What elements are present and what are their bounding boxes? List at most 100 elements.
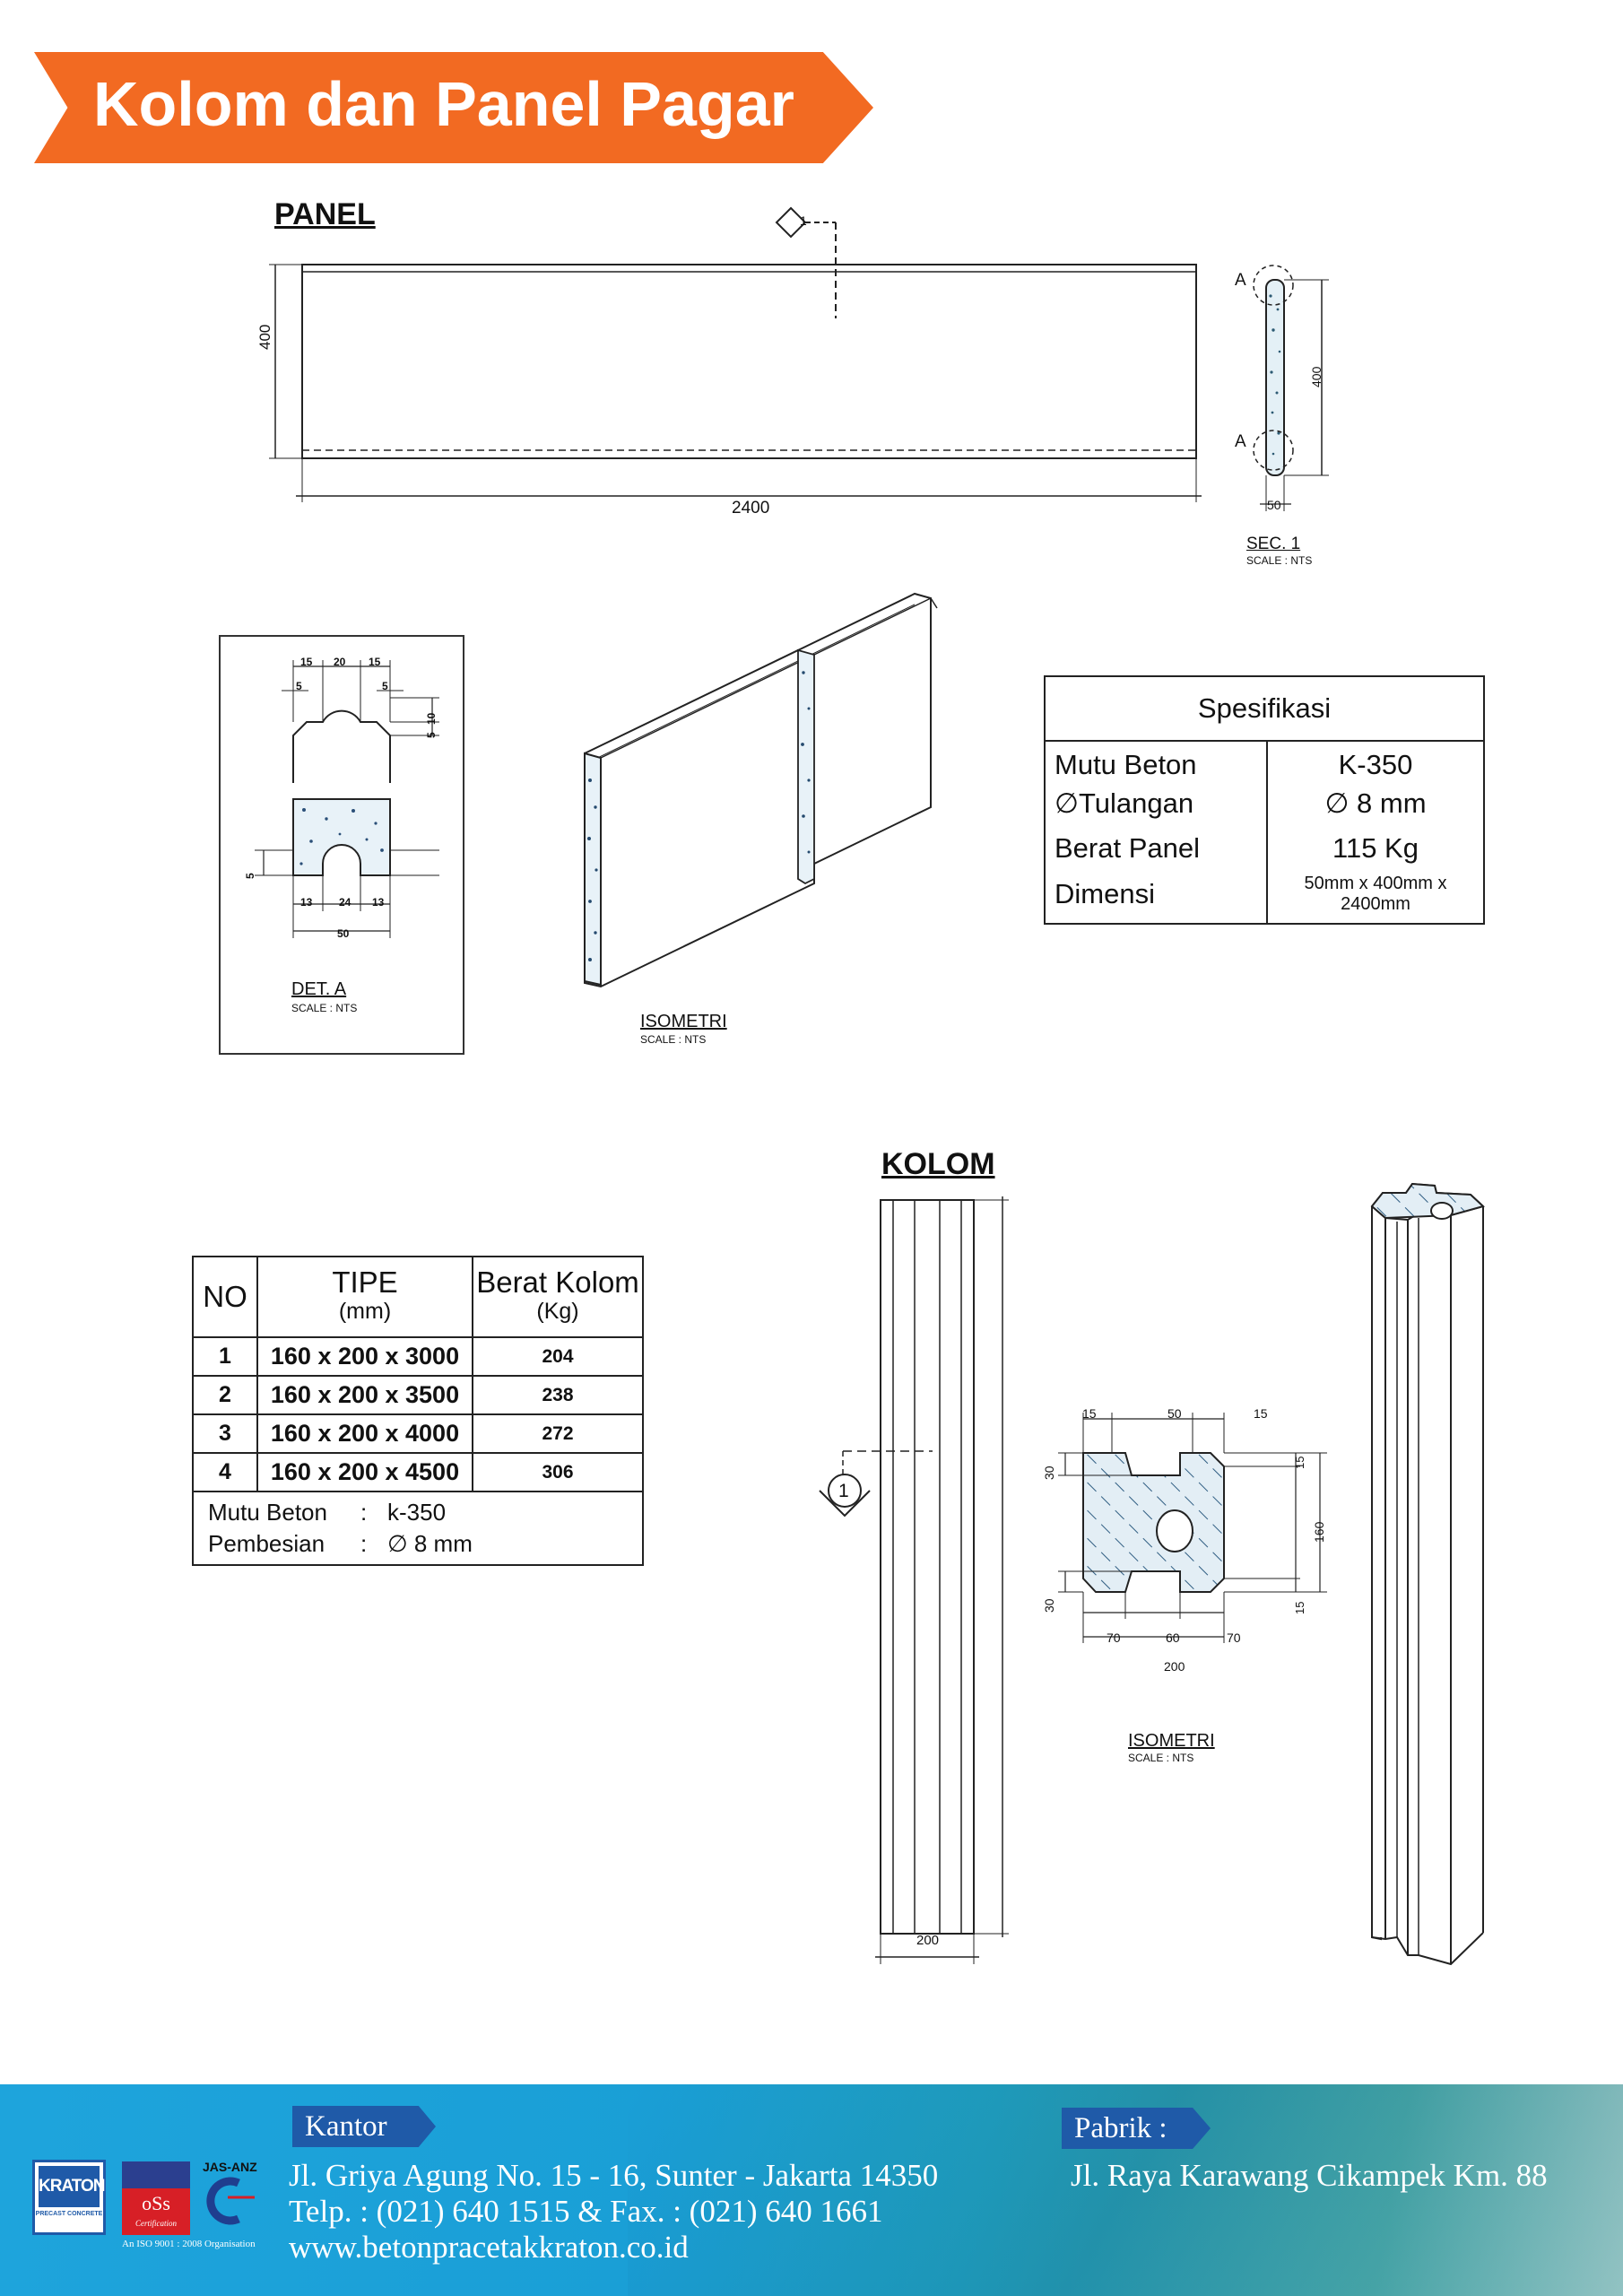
kolom-dim-left-30b: 30: [1042, 1598, 1056, 1613]
spec-label: Dimensi: [1044, 871, 1268, 925]
col-header-tipe-unit: (mm): [338, 1299, 392, 1324]
spec-label: Mutu Beton: [1044, 740, 1268, 781]
pabrik-address: Jl. Raya Karawang Cikampek Km. 88: [1071, 2158, 1548, 2193]
row-no: 4: [192, 1452, 258, 1492]
det-dim-15a: 15: [300, 656, 313, 668]
row-no: 3: [192, 1413, 258, 1454]
jas-anz-mark-icon: [206, 2177, 255, 2225]
det-dim-13a: 13: [300, 896, 313, 909]
det-dim-15b: 15: [369, 656, 381, 668]
kolom-dim-top-15a: 15: [1082, 1406, 1097, 1421]
section-height-dim: 400: [1309, 366, 1324, 387]
row-tipe: 160 x 200 x 3500: [256, 1375, 473, 1415]
section-label: SEC. 1: [1246, 535, 1301, 553]
kolom-dim-total-200: 200: [1164, 1659, 1185, 1674]
panel-label: PANEL: [274, 197, 376, 231]
jas-anz-text: JAS-ANZ: [203, 2160, 257, 2174]
kolom-marker: 1: [838, 1481, 849, 1501]
det-dim-5d: 5: [244, 873, 256, 879]
panel-length-dim: 2400: [732, 499, 770, 517]
kolom-width-dim: 200: [916, 1933, 940, 1948]
kraton-logo-text: KRATON: [39, 2166, 106, 2207]
kantor-tag: Kantor: [292, 2106, 436, 2147]
kolom-dim-right-160: 160: [1312, 1521, 1326, 1543]
table-row: 1 160 x 200 x 3000 204: [192, 1336, 644, 1377]
row-berat: 306: [472, 1452, 644, 1492]
row-tipe: 160 x 200 x 3000: [256, 1336, 473, 1377]
kolom-elevation-drawing: [819, 1196, 1009, 1964]
kolom-dim-bottom-70b: 70: [1227, 1631, 1241, 1645]
det-dim-20: 20: [334, 656, 346, 668]
note-pembesian: Pembesian:∅ 8 mm: [208, 1530, 473, 1557]
row-tipe: 160 x 200 x 4000: [256, 1413, 473, 1454]
kraton-logo: KRATON PRECAST CONCRETE: [32, 2160, 106, 2235]
col-header-berat-unit: (Kg): [536, 1299, 579, 1324]
panel-section-marker: 1: [800, 213, 807, 228]
col-header-berat: Berat Kolom (Kg): [472, 1256, 644, 1338]
row-no: 2: [192, 1375, 258, 1415]
spec-value: K-350: [1266, 740, 1485, 781]
spec-value: ∅ 8 mm: [1266, 781, 1485, 826]
pabrik-tag: Pabrik :: [1062, 2108, 1211, 2149]
detail-a-frame: [219, 635, 464, 1055]
oss-logo: oSs Certification: [122, 2161, 190, 2235]
panel-height-dim: 400: [256, 324, 273, 350]
kolom-dim-bottom-70a: 70: [1107, 1631, 1121, 1645]
kolom-section-drawing: [1058, 1413, 1327, 1643]
panel-elevation-drawing: [269, 206, 1329, 511]
row-tipe: 160 x 200 x 4500: [256, 1452, 473, 1492]
det-dim-10: 10: [425, 712, 438, 725]
kolom-dim-left-30a: 30: [1042, 1465, 1056, 1480]
kolom-dim-top-15b: 15: [1254, 1406, 1268, 1421]
det-dim-5b: 5: [382, 680, 388, 692]
col-header-tipe-label: TIPE: [332, 1265, 398, 1299]
panel-isometric-drawing: [584, 592, 938, 988]
detail-a-drawing: [255, 660, 439, 938]
table-row: 3 160 x 200 x 4000 272: [192, 1413, 644, 1454]
detail-scale: SCALE : NTS: [291, 1002, 358, 1014]
table-row: 4 160 x 200 x 4500 306: [192, 1452, 644, 1492]
spesifikasi-table: Spesifikasi Mutu Beton K-350 ∅Tulangan ∅…: [1044, 675, 1485, 925]
row-berat: 272: [472, 1413, 644, 1454]
kraton-logo-sub: PRECAST CONCRETE: [35, 2211, 103, 2217]
panel-isometric-scale: SCALE : NTS: [640, 1033, 707, 1046]
page-title: Kolom dan Panel Pagar: [93, 69, 794, 139]
oss-logo-text: oSs Certification: [122, 2188, 190, 2235]
det-dim-5c: 5: [425, 732, 438, 738]
panel-section-profile: [1265, 279, 1285, 476]
col-header-tipe: TIPE (mm): [256, 1256, 473, 1338]
footer-band: [0, 2084, 1623, 2296]
detail-label: DET. A: [291, 979, 347, 999]
col-header-berat-label: Berat Kolom: [476, 1265, 639, 1299]
panel-isometric-label: ISOMETRI: [640, 1012, 727, 1031]
section-width-dim: 50: [1267, 498, 1281, 512]
kantor-address: Jl. Griya Agung No. 15 - 16, Sunter - Ja…: [289, 2158, 939, 2193]
det-dim-24: 24: [339, 896, 352, 909]
kolom-dim-right-15b: 15: [1293, 1601, 1306, 1614]
spec-label: Berat Panel: [1044, 826, 1268, 871]
kolom-dim-right-15a: 15: [1293, 1456, 1306, 1469]
det-dim-5a: 5: [296, 680, 302, 692]
kantor-phone: Telp. : (021) 640 1515 & Fax. : (021) 64…: [289, 2194, 883, 2229]
kolom-dim-bottom-60: 60: [1166, 1631, 1180, 1645]
spec-value: 115 Kg: [1266, 826, 1485, 871]
spec-label: ∅Tulangan: [1044, 781, 1268, 826]
table-row: 2 160 x 200 x 3500 238: [192, 1375, 644, 1415]
row-berat: 238: [472, 1375, 644, 1415]
section-a-bottom: A: [1235, 432, 1246, 451]
section-a-top: A: [1235, 271, 1246, 290]
note-mutu-beton: Mutu Beton:k-350: [208, 1499, 447, 1526]
kolom-isometric-label: ISOMETRI: [1128, 1731, 1215, 1751]
iso-text: An ISO 9001 : 2008 Organisation: [122, 2239, 256, 2249]
row-berat: 204: [472, 1336, 644, 1377]
kolom-table: NO TIPE (mm) Berat Kolom (Kg) 1 160 x 20…: [192, 1256, 644, 1566]
spesifikasi-header: Spesifikasi: [1044, 675, 1485, 742]
jas-anz-logo: JAS-ANZ: [203, 2160, 265, 2235]
det-dim-50: 50: [337, 927, 350, 940]
kolom-label: KOLOM: [881, 1147, 995, 1181]
website-link[interactable]: www.betonpracetakkraton.co.id: [289, 2230, 689, 2265]
section-scale: SCALE : NTS: [1246, 554, 1313, 567]
det-dim-13b: 13: [372, 896, 385, 909]
row-no: 1: [192, 1336, 258, 1377]
kolom-notes: Mutu Beton:k-350 Pembesian:∅ 8 mm: [192, 1491, 644, 1566]
